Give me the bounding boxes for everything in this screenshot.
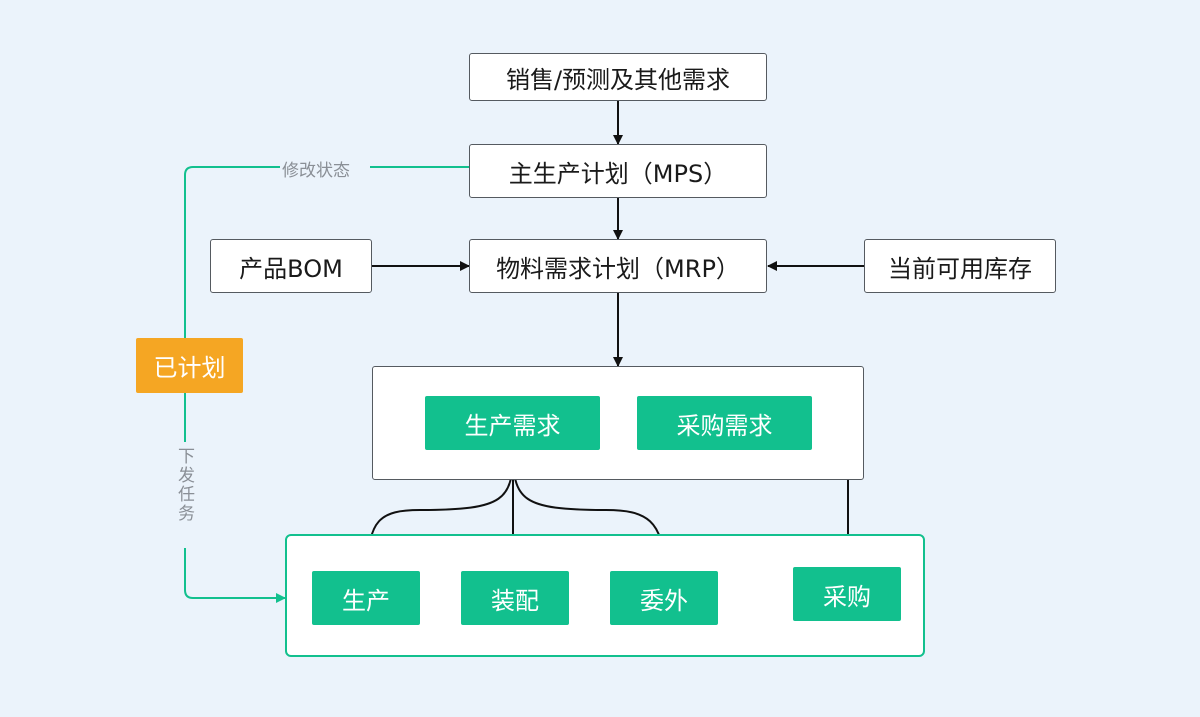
bom-node: 产品BOM [210,239,372,293]
arrow-demand-to-production [363,449,514,571]
purchase-node: 采购 [793,567,901,621]
modify-status-label: 修改状态 [282,161,350,181]
arrow-demand-to-outsource [512,449,669,571]
purchase-demand-node: 采购需求 [637,396,812,450]
sales-forecast-node: 销售/预测及其他需求 [469,53,767,101]
issue-task-label: 下发任务 [174,447,194,523]
outsource-node: 委外 [610,571,718,625]
assembly-node: 装配 [461,571,569,625]
inventory-node: 当前可用库存 [864,239,1056,293]
mrp-node: 物料需求计划（MRP） [469,239,767,293]
production-demand-node: 生产需求 [425,396,600,450]
green-line-mps-to-planned [184,166,469,338]
mps-node: 主生产计划（MPS） [469,144,767,198]
production-node: 生产 [312,571,420,625]
green-arrow-planned-to-execution [184,393,285,598]
planned-status-node: 已计划 [136,338,243,393]
